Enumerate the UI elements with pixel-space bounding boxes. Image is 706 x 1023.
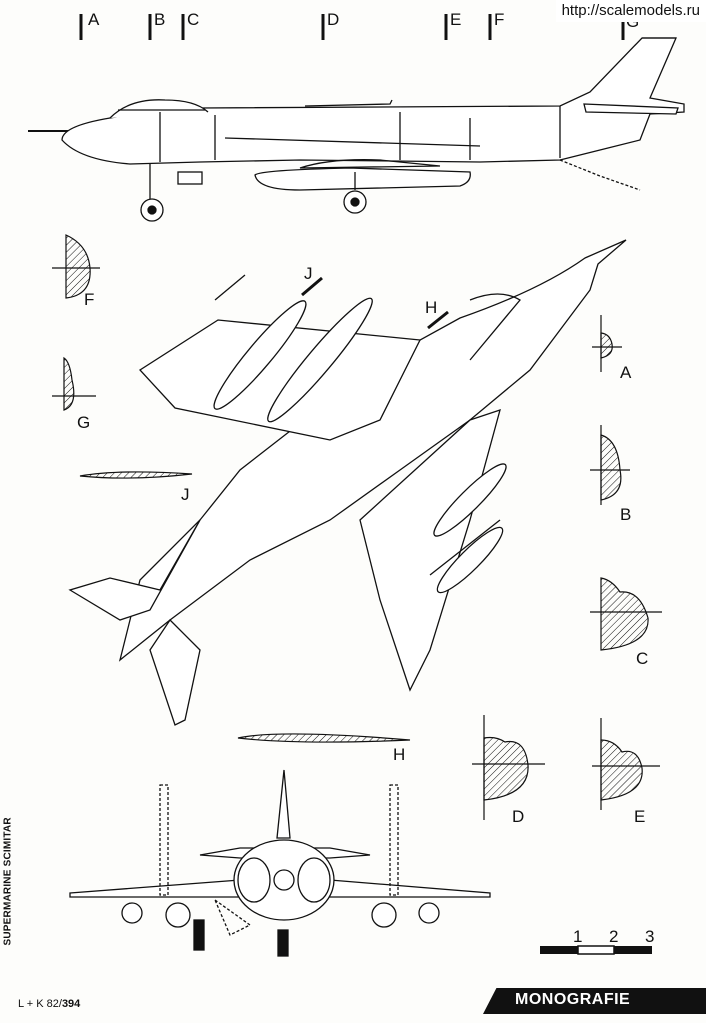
section-labels: F G J J H H A B C D E xyxy=(77,264,648,826)
front-view xyxy=(69,769,491,957)
section-E xyxy=(592,718,660,810)
svg-text:B: B xyxy=(620,505,631,524)
top-view xyxy=(68,239,627,726)
section-D xyxy=(472,715,545,820)
svg-text:1: 1 xyxy=(573,927,582,946)
airfoil-J xyxy=(79,471,193,479)
series-banner: MONOGRAFIE xyxy=(483,988,706,1014)
svg-text:2: 2 xyxy=(609,927,618,946)
svg-text:A: A xyxy=(88,10,100,29)
svg-text:H: H xyxy=(393,745,405,764)
section-C xyxy=(590,577,662,651)
publication-reference: L + K 82/394 xyxy=(18,998,80,1010)
section-cut-markers xyxy=(301,276,449,330)
svg-text:E: E xyxy=(450,10,461,29)
station-markers xyxy=(79,14,625,40)
svg-text:A: A xyxy=(620,363,632,382)
svg-text:J: J xyxy=(304,264,313,283)
scale-bar: 1 2 3 xyxy=(540,927,654,955)
svg-text:E: E xyxy=(634,807,645,826)
svg-text:3: 3 xyxy=(645,927,654,946)
watermark-url: http://scalemodels.ru xyxy=(555,0,706,22)
reference-number: 394 xyxy=(61,998,81,1010)
section-F xyxy=(52,234,100,299)
section-G xyxy=(52,356,96,411)
series-title: MONOGRAFIE xyxy=(515,991,631,1008)
aircraft-title-vertical: SUPERMARINE SCIMITAR xyxy=(2,817,14,946)
section-A xyxy=(592,315,622,372)
side-view xyxy=(28,37,685,222)
svg-text:F: F xyxy=(84,290,94,309)
svg-text:D: D xyxy=(512,807,524,826)
svg-text:J: J xyxy=(181,485,190,504)
svg-text:F: F xyxy=(494,10,504,29)
reference-prefix: L + K 82/ xyxy=(18,998,62,1010)
svg-text:G: G xyxy=(77,413,90,432)
svg-text:D: D xyxy=(327,10,339,29)
section-B xyxy=(590,425,630,505)
svg-text:H: H xyxy=(425,298,437,317)
airfoil-H xyxy=(237,733,411,743)
svg-text:B: B xyxy=(154,10,165,29)
svg-text:C: C xyxy=(187,10,199,29)
svg-text:C: C xyxy=(636,649,648,668)
